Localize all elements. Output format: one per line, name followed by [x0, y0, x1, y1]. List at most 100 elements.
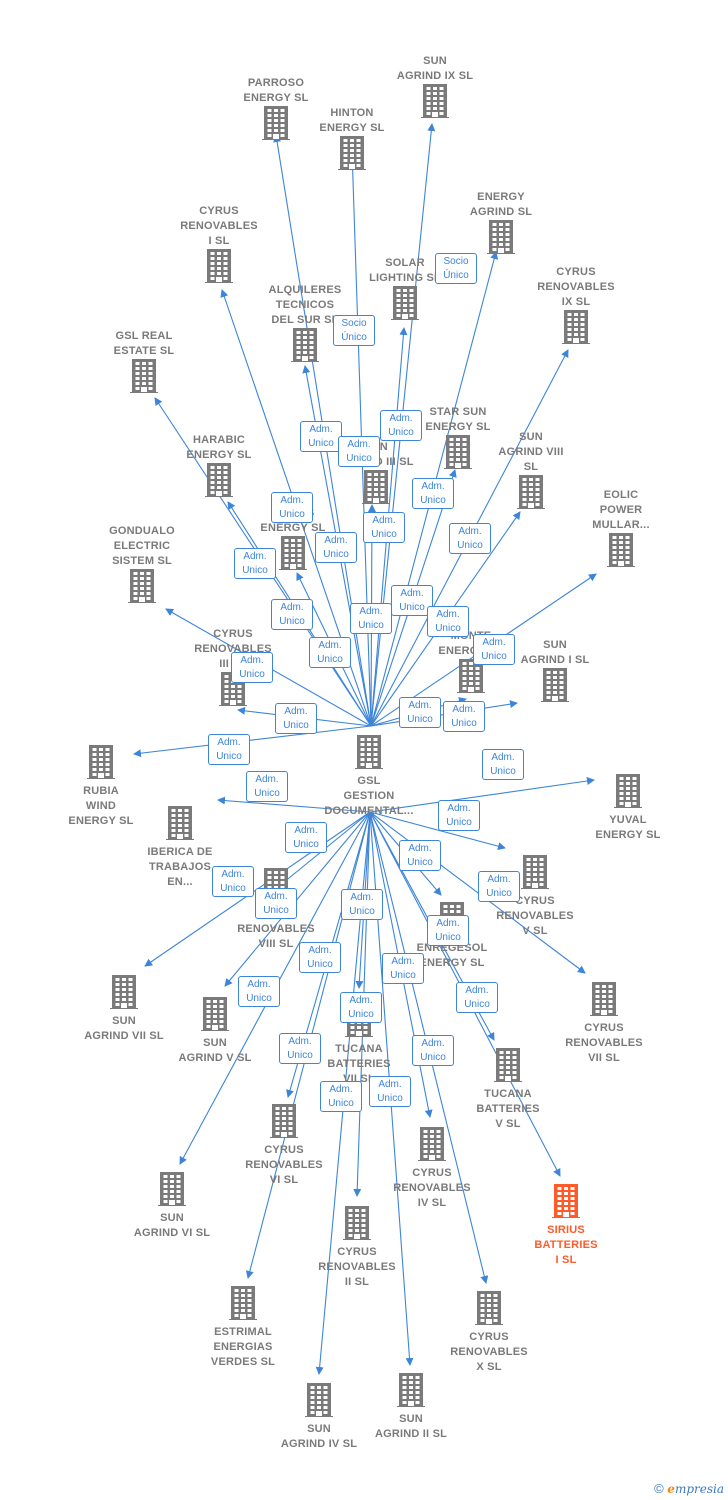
company-node-iberica[interactable]: IBERICA DE TRABAJOS EN...: [125, 806, 235, 890]
company-node-sirius[interactable]: SIRIUS BATTERIES I SL: [511, 1184, 621, 1268]
role-badge[interactable]: Adm. Unico: [399, 697, 441, 728]
role-badge[interactable]: Adm. Unico: [412, 1035, 454, 1066]
role-badge[interactable]: Socio Único: [333, 315, 375, 346]
role-badge[interactable]: Adm. Unico: [391, 585, 433, 616]
company-node-solar-lighting[interactable]: SOLAR LIGHTING SL: [350, 256, 460, 325]
company-node-hinton[interactable]: HINTON ENERGY SL: [297, 106, 407, 175]
role-badge[interactable]: Adm. Unico: [279, 1033, 321, 1064]
company-label: CYRUS RENOVABLES V SL: [496, 895, 574, 937]
role-badge[interactable]: Adm. Unico: [231, 652, 273, 683]
role-badge[interactable]: Adm. Unico: [341, 889, 383, 920]
role-badge[interactable]: Adm. Unico: [380, 410, 422, 441]
company-node-star-sun[interactable]: STAR SUN ENERGY SL: [403, 405, 513, 474]
building-icon: [291, 328, 319, 367]
role-badge[interactable]: Adm. Unico: [285, 822, 327, 853]
role-badge[interactable]: Adm. Unico: [315, 532, 357, 563]
footer: © empresia: [654, 1481, 724, 1496]
company-node-cyrus-x[interactable]: CYRUS RENOVABLES X SL: [434, 1291, 544, 1375]
role-badge[interactable]: Adm. Unico: [309, 637, 351, 668]
building-icon: [158, 1172, 186, 1211]
role-badge[interactable]: Adm. Unico: [299, 942, 341, 973]
company-node-parroso[interactable]: PARROSO ENERGY SL: [221, 76, 331, 145]
company-node-cyrus-i[interactable]: CYRUS RENOVABLES I SL: [164, 204, 274, 288]
role-badge[interactable]: Adm. Unico: [212, 866, 254, 897]
role-badge[interactable]: Adm. Unico: [208, 734, 250, 765]
company-node-sun-agrind-iv[interactable]: SUN AGRIND IV SL: [264, 1383, 374, 1452]
company-node-sun-agrind-i[interactable]: SUN AGRIND I SL: [500, 638, 610, 707]
role-badge[interactable]: Adm. Unico: [300, 421, 342, 452]
building-icon: [444, 435, 472, 474]
company-label: ALQUILERES TECNICOS DEL SUR SL: [268, 284, 342, 326]
building-icon: [607, 533, 635, 572]
role-badge[interactable]: Adm. Unico: [456, 982, 498, 1013]
role-badge[interactable]: Adm. Unico: [382, 953, 424, 984]
edge-28: [224, 811, 371, 987]
empresia-logo[interactable]: empresia: [667, 1482, 724, 1496]
company-node-cyrus-iii[interactable]: CYRUS RENOVABLES III SL: [178, 627, 288, 711]
company-label: ESTRIMAL ENERGIAS VERDES SL: [210, 1326, 276, 1368]
role-badge[interactable]: Adm. Unico: [363, 512, 405, 543]
company-node-sun-agrind-viii[interactable]: SUN AGRIND VIII SL: [476, 430, 586, 514]
company-node-gsl-real-estate[interactable]: GSL REAL ESTATE SL: [89, 329, 199, 398]
company-node-sun-agrind-vii[interactable]: SUN AGRIND VII SL: [69, 975, 179, 1044]
role-badge[interactable]: Adm. Unico: [320, 1081, 362, 1112]
role-badge[interactable]: Adm. Unico: [478, 871, 520, 902]
company-node-cyrus-iv[interactable]: CYRUS RENOVABLES IV SL: [377, 1127, 487, 1211]
company-node-energy-agrind[interactable]: ENERGY AGRIND SL: [446, 190, 556, 259]
company-node-sun-agrind-ix[interactable]: SUN AGRIND IX SL: [380, 54, 490, 123]
role-badge[interactable]: Adm. Unico: [238, 976, 280, 1007]
company-label: SOLAR LIGHTING SL: [369, 257, 441, 284]
company-node-sun-agrind-vi[interactable]: SUN AGRIND VI SL: [117, 1172, 227, 1241]
company-label: SUN AGRIND II SL: [374, 1413, 448, 1440]
role-badge[interactable]: Adm. Unico: [234, 548, 276, 579]
role-badge[interactable]: Adm. Unico: [255, 888, 297, 919]
company-node-harabic[interactable]: HARABIC ENERGY SL: [164, 433, 274, 502]
company-label: SUN AGRIND VI SL: [133, 1212, 211, 1239]
company-node-eolic[interactable]: EOLIC POWER MULLAR...: [566, 488, 676, 572]
role-badge[interactable]: Adm. Unico: [427, 915, 469, 946]
company-label: CYRUS RENOVABLES VII SL: [565, 1022, 643, 1064]
role-badge[interactable]: Adm. Unico: [350, 603, 392, 634]
company-node-estrimal[interactable]: ESTRIMAL ENERGIAS VERDES SL: [188, 1286, 298, 1370]
building-icon: [201, 997, 229, 1036]
company-node-tucana-v[interactable]: TUCANA BATTERIES V SL: [453, 1048, 563, 1132]
company-label: CYRUS RENOVABLES VI SL: [245, 1144, 323, 1186]
company-node-cyrus-vii[interactable]: CYRUS RENOVABLES VII SL: [549, 982, 659, 1066]
role-badge[interactable]: Adm. Unico: [449, 523, 491, 554]
building-icon: [494, 1048, 522, 1087]
company-node-sun-agrind-ii[interactable]: SUN AGRIND II SL: [356, 1373, 466, 1442]
company-node-cyrus-ii[interactable]: CYRUS RENOVABLES II SL: [302, 1206, 412, 1290]
company-node-cyrus-vi[interactable]: CYRUS RENOVABLES VI SL: [229, 1104, 339, 1188]
role-badge[interactable]: Adm. Unico: [399, 840, 441, 871]
role-badge[interactable]: Adm. Unico: [443, 701, 485, 732]
company-node-yuval[interactable]: YUVAL ENERGY SL: [573, 774, 683, 843]
company-node-rubia[interactable]: RUBIA WIND ENERGY SL: [46, 745, 156, 829]
building-icon: [521, 855, 549, 894]
company-node-cyrus-v[interactable]: CYRUS RENOVABLES V SL: [480, 855, 590, 939]
building-icon: [421, 84, 449, 123]
role-badge[interactable]: Adm. Unico: [369, 1076, 411, 1107]
company-label: CYRUS RENOVABLES IV SL: [393, 1167, 471, 1209]
role-badge[interactable]: Adm. Unico: [340, 992, 382, 1023]
company-node-alquileres[interactable]: ALQUILERES TECNICOS DEL SUR SL: [250, 283, 360, 367]
role-badge[interactable]: Adm. Unico: [482, 749, 524, 780]
building-icon: [397, 1373, 425, 1412]
role-badge[interactable]: Adm. Unico: [338, 436, 380, 467]
company-label: RUBIA WIND ENERGY SL: [68, 785, 134, 827]
role-badge[interactable]: Adm. Unico: [275, 703, 317, 734]
role-badge[interactable]: Adm. Unico: [271, 599, 313, 630]
role-badge[interactable]: Adm. Unico: [473, 634, 515, 665]
company-node-gondualo[interactable]: GONDUALO ELECTRIC SISTEM SL: [87, 524, 197, 608]
role-badge[interactable]: Adm. Unico: [438, 800, 480, 831]
role-badge[interactable]: Adm. Unico: [271, 492, 313, 523]
role-badge[interactable]: Adm. Unico: [246, 771, 288, 802]
role-badge[interactable]: Adm. Unico: [412, 478, 454, 509]
company-node-cyrus-viii[interactable]: CYRUS RENOVABLES VIII SL: [221, 868, 331, 952]
role-badge[interactable]: Socio Único: [435, 253, 477, 284]
role-badge[interactable]: Adm. Unico: [427, 606, 469, 637]
company-node-cyrus-ix[interactable]: CYRUS RENOVABLES IX SL: [521, 265, 631, 349]
center-company-node[interactable]: GSL GESTION DOCUMENTAL...: [314, 735, 424, 819]
company-node-sun-agrind-v[interactable]: SUN AGRIND V SL: [160, 997, 270, 1066]
company-label: ENREGESOL ENERGY SL: [416, 942, 488, 969]
